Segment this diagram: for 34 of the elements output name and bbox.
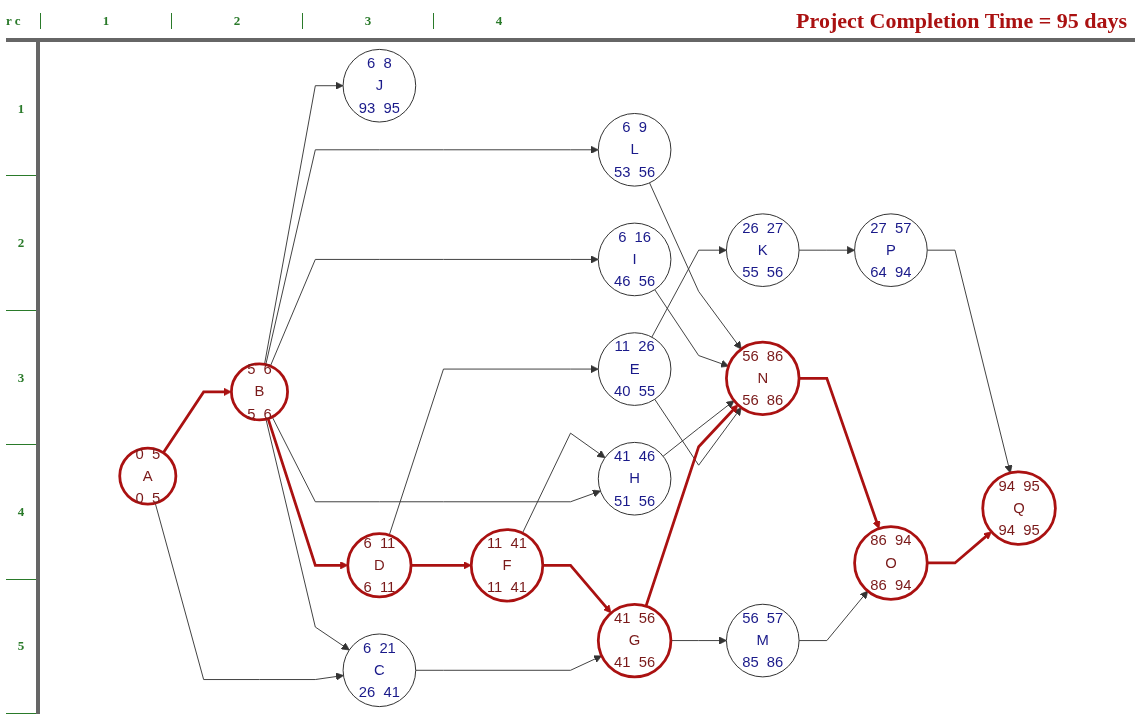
column-number: 2 xyxy=(233,13,241,28)
arrow xyxy=(799,376,881,530)
row-number: 1 xyxy=(17,100,25,117)
node-circle: 11 26 E 40 55 xyxy=(597,332,672,406)
arrow xyxy=(927,531,992,565)
arrow xyxy=(644,404,739,607)
axis-letter: c xyxy=(14,13,21,29)
node-circle: 27 57 P 64 94 xyxy=(854,213,928,287)
node-circle: 41 46 H 51 56 xyxy=(597,441,672,516)
node-circle: 86 94 O 86 94 xyxy=(853,525,929,601)
axis-letter: r xyxy=(6,13,12,29)
arrow xyxy=(542,563,612,614)
node-circle: 6 11 D 6 11 xyxy=(346,532,413,599)
column-number: 3 xyxy=(364,13,372,28)
row-number: 2 xyxy=(17,235,25,252)
node-circle: 26 27 K 55 56 xyxy=(725,213,800,287)
node-circle: 6 8 J 93 95 xyxy=(342,48,417,123)
row-number: 4 xyxy=(17,503,25,520)
node-circle: 6 21 C 26 41 xyxy=(342,633,417,708)
node-circle: 56 57 M 85 86 xyxy=(725,603,800,678)
node-circle: 6 9 L 53 56 xyxy=(597,113,672,187)
column-number: 4 xyxy=(495,13,503,28)
arrow xyxy=(162,387,232,454)
node-circle: 41 56 G 41 56 xyxy=(596,602,673,679)
node-circle: 56 86 N 56 86 xyxy=(725,340,801,417)
arrow xyxy=(411,561,472,570)
column-number: 1 xyxy=(102,13,110,28)
row-number: 5 xyxy=(17,638,25,655)
node-circle: 11 41 F 11 41 xyxy=(469,528,545,603)
node-circle: 5 6 B 5 6 xyxy=(229,362,289,422)
node-circle: 6 16 I 46 56 xyxy=(597,222,672,297)
row-number: 3 xyxy=(17,369,25,386)
node-circle: 94 95 Q 94 95 xyxy=(981,470,1057,546)
diagram-title: Project Completion Time = 95 days xyxy=(796,8,1128,34)
